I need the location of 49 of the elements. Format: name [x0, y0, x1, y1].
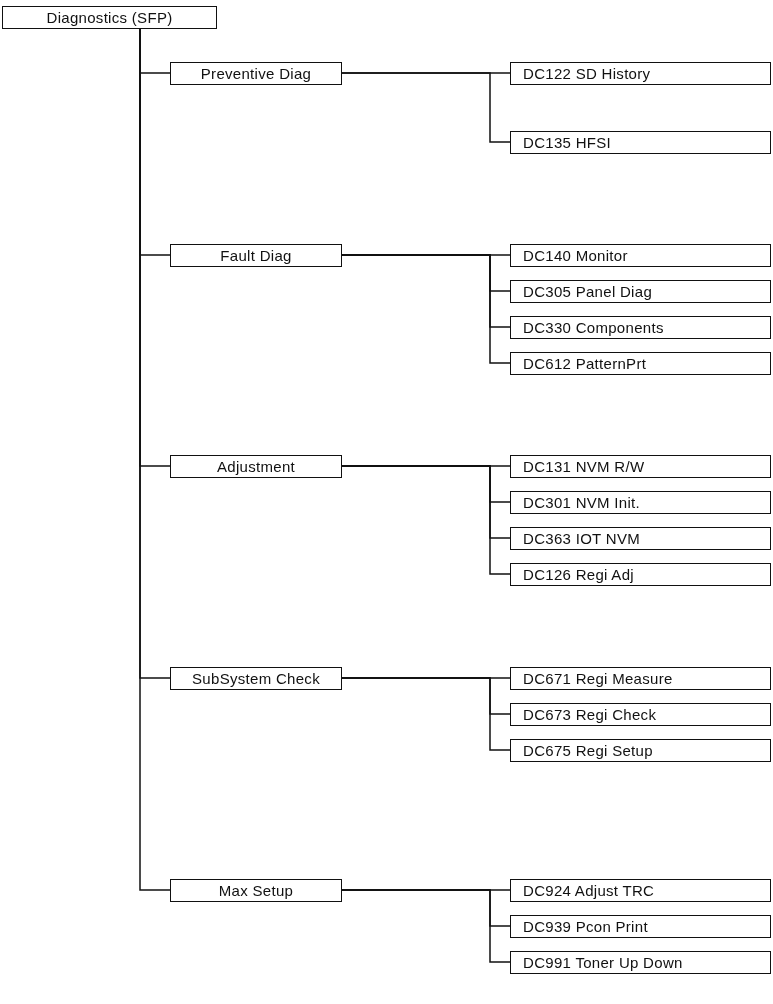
menu-label: DC131 NVM R/W [523, 458, 645, 474]
menu-label: DC675 Regi Setup [523, 742, 653, 758]
menu-box [510, 454, 771, 478]
menu-box [510, 526, 771, 550]
menu-label: DC126 Regi Adj [523, 566, 634, 582]
menu-box [170, 666, 342, 690]
menu-label: DC939 Pcon Print [523, 918, 648, 934]
connector-line [341, 677, 511, 751]
connector-line [341, 465, 511, 575]
menu-box [510, 914, 771, 938]
menu-box [2, 5, 217, 29]
menu-label: Preventive Diag [200, 65, 312, 81]
menu-box [510, 130, 771, 154]
menu-box [510, 243, 771, 267]
menu-box [170, 454, 342, 478]
menu-box [510, 315, 771, 339]
menu-box [510, 562, 771, 586]
menu-box [510, 666, 771, 690]
menu-label: DC924 Adjust TRC [523, 882, 655, 898]
menu-box [510, 490, 771, 514]
menu-label: DC135 HFSI [523, 134, 612, 150]
menu-box [170, 61, 342, 85]
menu-label: DC122 SD History [523, 65, 651, 81]
menu-box [510, 878, 771, 902]
menu-label: DC673 Regi Check [523, 706, 657, 722]
menu-label: DC140 Monitor [523, 247, 628, 263]
menu-box [510, 738, 771, 762]
connector-line [341, 254, 511, 364]
menu-label: Fault Diag [220, 247, 292, 263]
menu-box [170, 878, 342, 902]
menu-label: Adjustment [216, 458, 295, 474]
menu-label: DC991 Toner Up Down [523, 954, 683, 970]
menu-label: SubSystem Check [192, 670, 320, 686]
menu-box [170, 243, 342, 267]
menu-label: DC301 NVM Init. [523, 494, 641, 510]
menu-label: DC330 Components [523, 319, 664, 335]
connector-line [341, 889, 511, 963]
menu-label: DC612 PatternPrt [523, 355, 647, 371]
menu-label: DC671 Regi Measure [523, 670, 673, 686]
menu-box [510, 351, 771, 375]
menu-label: Diagnostics (SFP) [46, 9, 173, 25]
menu-label: DC305 Panel Diag [523, 283, 653, 299]
menu-label: DC363 IOT NVM [523, 530, 640, 546]
menu-box [510, 950, 771, 974]
connector-line [341, 72, 511, 143]
menu-box [510, 61, 771, 85]
menu-box [510, 279, 771, 303]
menu-box [510, 702, 771, 726]
menu-label: Max Setup [218, 882, 294, 898]
